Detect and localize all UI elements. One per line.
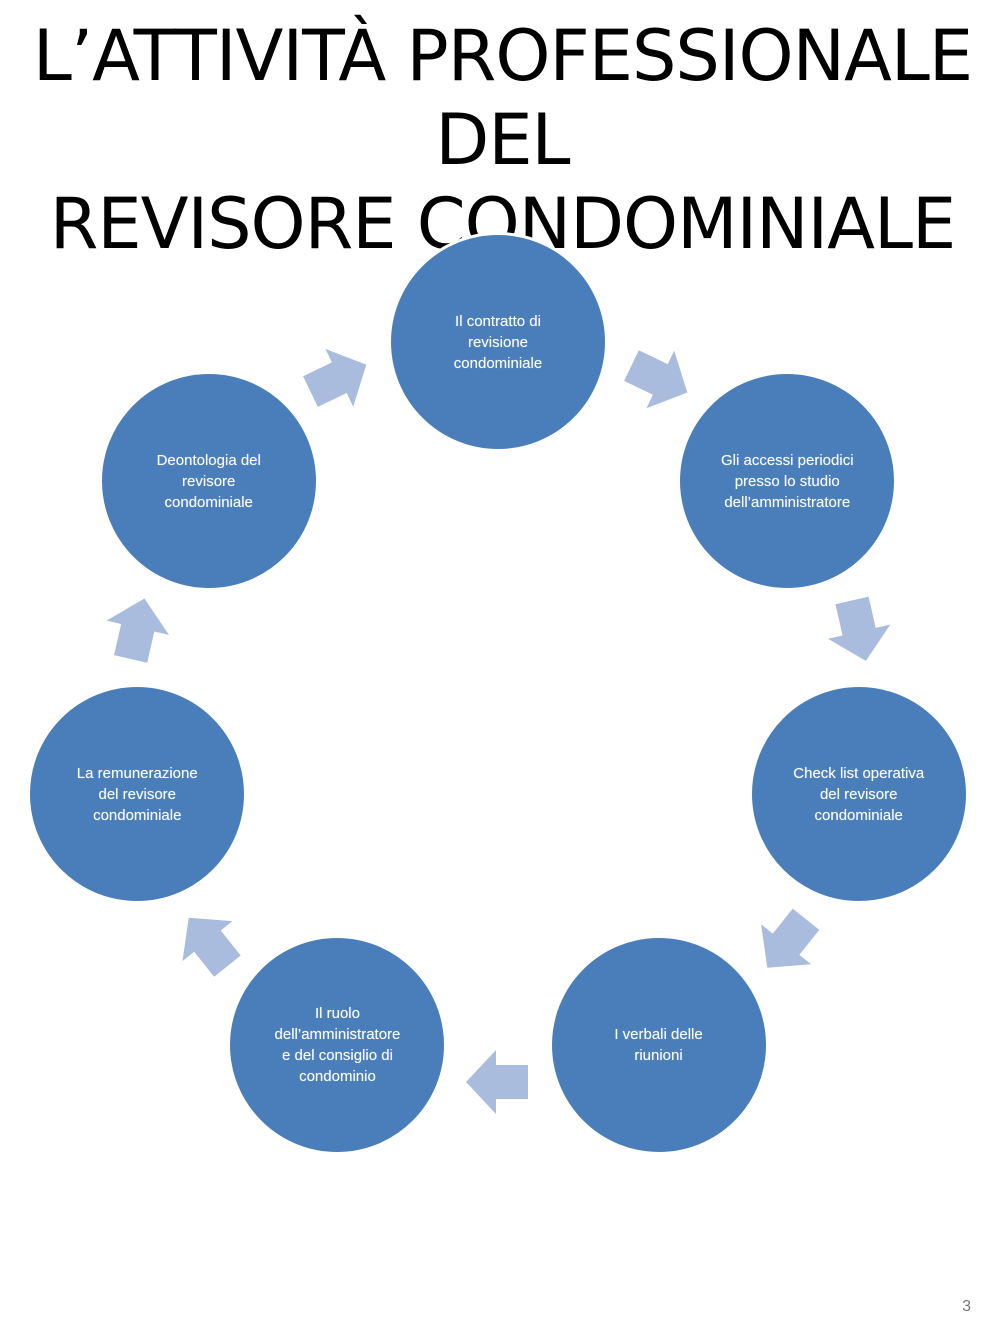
cycle-arrow-icon [303, 348, 367, 407]
cycle-node-label: Check list operativa del revisore condom… [793, 764, 925, 824]
cycle-arrow-icon [182, 917, 241, 977]
cycle-node-label: Gli accessi periodici presso lo studio d… [720, 451, 854, 511]
slide-title: L’ATTIVITÀ PROFESSIONALE DEL REVISORE CO… [0, 14, 1005, 266]
cycle-node-check-list: Check list operativa del revisore condom… [748, 684, 969, 905]
cycle-node-label: I verbali delle riunioni [614, 1026, 703, 1065]
cycle-node-label: Il contratto di revisione condominiale [453, 312, 543, 372]
cycle-arrow-icon [624, 350, 688, 409]
cycle-node-ruolo-amministratore: Il ruolo dell’amministratore e del consi… [227, 935, 448, 1156]
cycle-node-contratto: Il contratto di revisione condominiale [388, 232, 608, 452]
cycle-arrow-icon [106, 598, 169, 663]
cycle-node-label: Deontologia del revisore condominiale [156, 451, 261, 511]
cycle-arrow-icon [761, 908, 820, 968]
slide-title-line-1: L’ATTIVITÀ PROFESSIONALE DEL [32, 15, 973, 181]
cycle-arrow-icon [466, 1050, 528, 1114]
cycle-arrow-icon [827, 596, 891, 661]
cycle-node-accessi-periodici: Gli accessi periodici presso lo studio d… [677, 371, 898, 592]
cycle-node-label: La remunerazione del revisore condominia… [76, 764, 198, 824]
cycle-node-verbali: I verbali delle riunioni [548, 935, 769, 1156]
cycle-node-deontologia: Deontologia del revisore condominiale [98, 371, 319, 592]
cycle-node-remunerazione: La remunerazione del revisore condominia… [27, 684, 248, 905]
cycle-node-label: Il ruolo dell’amministratore e del consi… [274, 1005, 401, 1086]
page-number: 3 [962, 1298, 971, 1315]
